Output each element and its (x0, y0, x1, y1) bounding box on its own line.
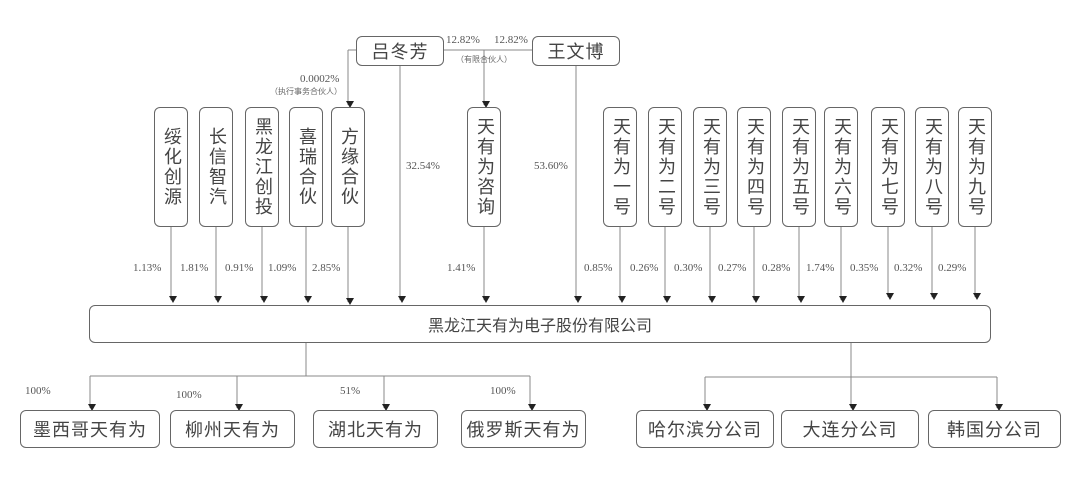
wang-to-consulting-pct: 12.82% (494, 34, 528, 46)
investor-box[interactable]: 天有为一号 (603, 107, 637, 227)
wang-direct-pct: 53.60% (534, 160, 568, 172)
subsidiary-name: 墨西哥天有为 (33, 420, 147, 441)
investor-name: 天有为一号 (610, 117, 631, 217)
investor-box[interactable]: 天有为五号 (782, 107, 816, 227)
lv-to-consulting-pct: 12.82% (446, 34, 480, 46)
investor-name: 天有为七号 (878, 117, 899, 217)
shareholder-wang-wenbo[interactable]: 王文博 (532, 36, 620, 66)
investor-box[interactable]: 天有为六号 (824, 107, 858, 227)
investor-box[interactable]: 黑龙江创投 (245, 107, 279, 227)
investor-name: 长信智汽 (206, 127, 227, 207)
investor-pct: 0.26% (630, 262, 659, 274)
investor-pct: 1.81% (180, 262, 209, 274)
subsidiary-name: 湖北天有为 (328, 420, 423, 441)
branch-box[interactable]: 韩国分公司 (928, 410, 1061, 448)
investor-pct: 0.85% (584, 262, 613, 274)
investor-box[interactable]: 喜瑞合伙 (289, 107, 323, 227)
investor-pct: 2.85% (312, 262, 341, 274)
investor-box[interactable]: 长信智汽 (199, 107, 233, 227)
subsidiary-pct: 100% (490, 385, 516, 397)
investor-box[interactable]: 天有为八号 (915, 107, 949, 227)
investor-pct: 0.35% (850, 262, 879, 274)
investor-name: 方缘合伙 (338, 127, 359, 207)
consulting-note: （有限合伙人） (456, 55, 512, 64)
fangyuan-note: （执行事务合伙人） (270, 87, 342, 96)
investor-name: 天有为三号 (700, 117, 721, 217)
company-name: 黑龙江天有为电子股份有限公司 (427, 316, 652, 335)
investor-box[interactable]: 天有为九号 (958, 107, 992, 227)
investor-pct: 1.09% (268, 262, 297, 274)
subsidiary-name: 柳州天有为 (185, 420, 280, 441)
investor-pct: 0.30% (674, 262, 703, 274)
investor-name: 绥化创源 (161, 127, 182, 207)
investor-pct: 0.32% (894, 262, 923, 274)
subsidiary-name: 俄罗斯天有为 (466, 420, 581, 441)
branch-box[interactable]: 哈尔滨分公司 (636, 410, 774, 448)
shareholder-name: 王文博 (547, 42, 605, 63)
investor-box[interactable]: 天有为二号 (648, 107, 682, 227)
lv-direct-pct: 32.54% (406, 160, 440, 172)
branch-name: 哈尔滨分公司 (648, 420, 762, 441)
branch-box[interactable]: 大连分公司 (781, 410, 919, 448)
shareholder-lv-dongfang[interactable]: 吕冬芳 (356, 36, 444, 66)
subsidiary-box[interactable]: 墨西哥天有为 (20, 410, 160, 448)
investor-pct: 0.27% (718, 262, 747, 274)
subsidiary-box[interactable]: 柳州天有为 (170, 410, 295, 448)
investor-name: 天有为五号 (789, 117, 810, 217)
subsidiary-box[interactable]: 俄罗斯天有为 (461, 410, 586, 448)
investor-pct: 1.13% (133, 262, 162, 274)
investor-pct: 0.29% (938, 262, 967, 274)
subsidiary-pct: 51% (340, 385, 361, 397)
branch-name: 大连分公司 (802, 420, 898, 441)
investor-pct: 0.28% (762, 262, 791, 274)
investor-name: 天有为四号 (744, 117, 765, 217)
subsidiary-pct: 100% (176, 389, 202, 401)
investor-box[interactable]: 绥化创源 (154, 107, 188, 227)
investor-name: 天有为咨询 (474, 117, 495, 217)
investor-name: 天有为九号 (965, 117, 986, 217)
shareholder-name: 吕冬芳 (371, 42, 429, 63)
investor-box[interactable]: 天有为咨询 (467, 107, 501, 227)
investor-name: 黑龙江创投 (252, 117, 273, 217)
investor-name: 天有为八号 (922, 117, 943, 217)
subsidiary-pct: 100% (25, 385, 51, 397)
investor-box[interactable]: 天有为四号 (737, 107, 771, 227)
investor-box[interactable]: 方缘合伙 (331, 107, 365, 227)
investor-pct: 1.41% (447, 262, 476, 274)
investor-pct: 0.91% (225, 262, 254, 274)
branch-name: 韩国分公司 (947, 420, 1042, 441)
investor-name: 喜瑞合伙 (296, 127, 317, 207)
subsidiary-box[interactable]: 湖北天有为 (313, 410, 438, 448)
investor-name: 天有为六号 (831, 117, 852, 217)
main-company-box[interactable]: 黑龙江天有为电子股份有限公司 (89, 305, 991, 343)
investor-name: 天有为二号 (655, 117, 676, 217)
investor-box[interactable]: 天有为七号 (871, 107, 905, 227)
investor-pct: 1.74% (806, 262, 835, 274)
lv-to-fangyuan-pct: 0.0002% (300, 73, 340, 85)
investor-box[interactable]: 天有为三号 (693, 107, 727, 227)
